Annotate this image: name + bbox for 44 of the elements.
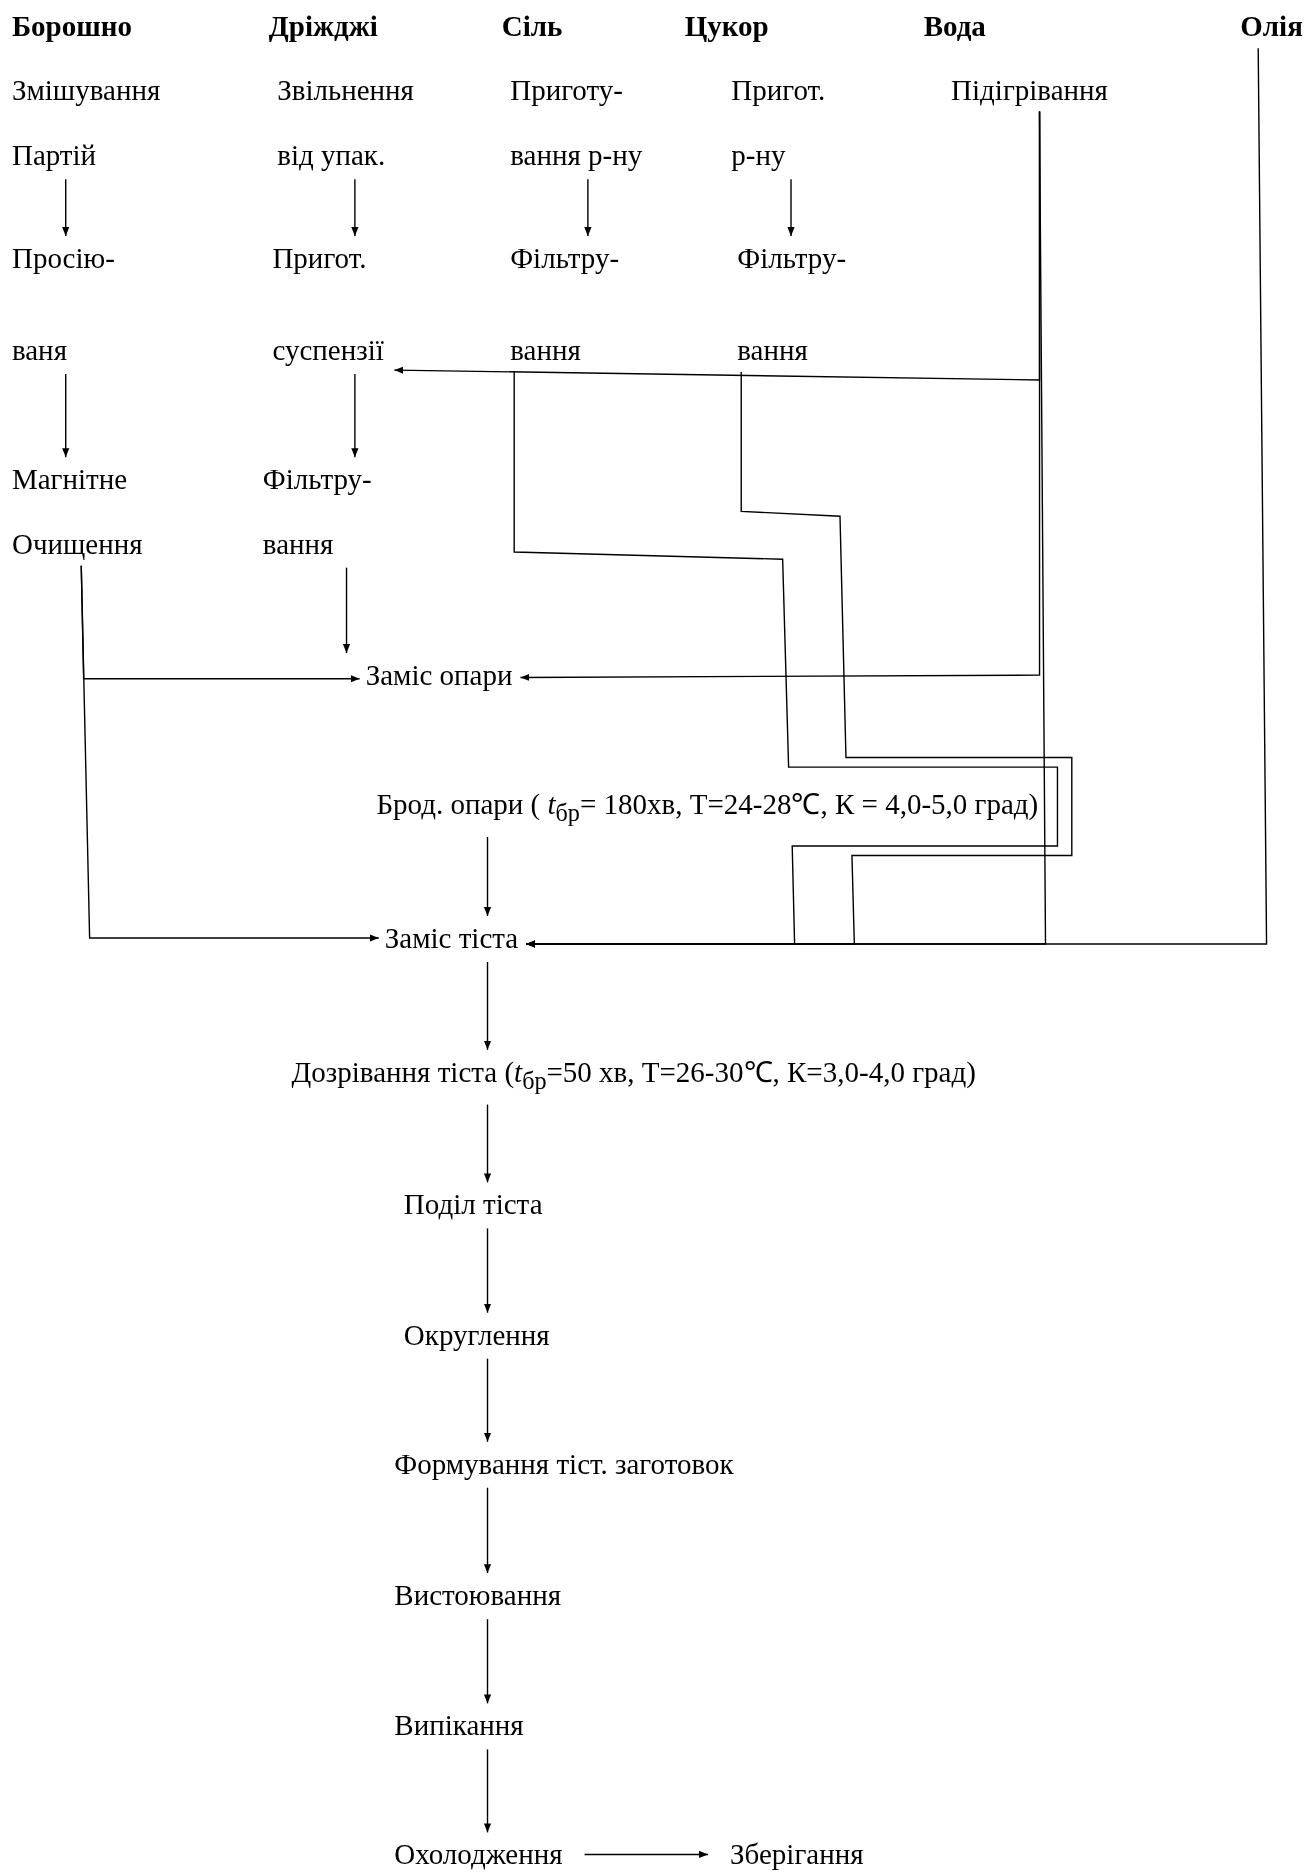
- flow-arrow: [80, 564, 380, 942]
- process-step-text: Просію- ваня: [11, 240, 115, 369]
- process-step-text: Фільтру- вання: [262, 461, 372, 562]
- flow-arrow: [351, 178, 359, 237]
- process-step-text: Приготу- вання р-ну: [510, 71, 643, 174]
- flow-arrow: [62, 178, 70, 237]
- process-step-text: Фільтру- вання: [510, 240, 620, 369]
- ingredient-heading: Борошно: [11, 8, 132, 45]
- flow-arrow: [62, 373, 70, 458]
- ingredient-heading: Вода: [923, 8, 986, 45]
- process-step-text: Заміс тіста: [384, 919, 519, 956]
- flow-arrow: [525, 47, 1268, 948]
- process-step-text: Вистоювання: [394, 1577, 562, 1614]
- process-step-text: Звільнення від упак.: [277, 71, 414, 174]
- flow-arrow: [483, 836, 492, 917]
- process-step-text: Охолодження: [394, 1836, 563, 1873]
- flow-arrow: [787, 178, 795, 237]
- process-step-text: Формування тіст. заготовок: [394, 1445, 734, 1482]
- process-step-text: Фільтру- вання: [737, 240, 847, 369]
- process-step-text: Змішування Партій: [11, 71, 161, 174]
- flow-arrow: [483, 1227, 492, 1314]
- process-step-text: Підігрівання: [951, 71, 1108, 108]
- flow-arrow: [483, 1103, 492, 1184]
- flow-arrow: [583, 1850, 709, 1859]
- process-step-text: Пригот. суспензії: [272, 240, 384, 369]
- process-step-text: Пригот. р-ну: [731, 71, 826, 174]
- ingredient-heading: Дріжджі: [268, 8, 378, 45]
- flow-arrow: [483, 961, 492, 1051]
- process-step-text: Поділ тіста: [403, 1186, 543, 1223]
- ingredient-heading: Сіль: [501, 8, 563, 45]
- process-step-text: Заміс опари: [365, 657, 513, 694]
- process-step-text: Магнітне Очищення: [11, 461, 143, 562]
- flow-arrow: [342, 566, 351, 654]
- flow-arrow: [483, 1357, 492, 1443]
- process-step-text: Зберігання: [730, 1836, 864, 1873]
- flow-arrow: [483, 1487, 492, 1574]
- ingredient-heading: Цукор: [684, 8, 769, 45]
- process-step-text: Округлення: [403, 1316, 550, 1353]
- flow-arrow: [584, 178, 592, 237]
- process-step-text: Випікання: [394, 1707, 524, 1744]
- flow-arrow: [483, 1618, 492, 1705]
- ingredient-heading: Олія: [1240, 8, 1303, 45]
- flow-arrow: [483, 1748, 492, 1834]
- flow-arrow: [351, 373, 359, 458]
